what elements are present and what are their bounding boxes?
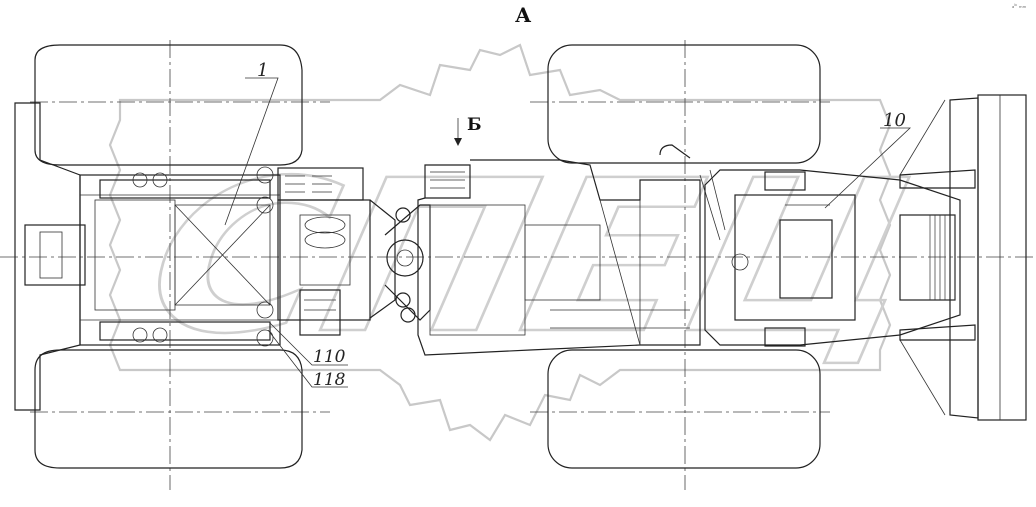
view-label: А <box>515 3 532 27</box>
corner-mark: ₐᵇ ₘₘ <box>1012 3 1027 10</box>
rear-wheel-top <box>34 44 303 166</box>
front-blade <box>899 94 1027 421</box>
callout-leaders <box>224 77 912 388</box>
callout-118: 118 <box>313 370 346 390</box>
callout-10: 10 <box>883 110 906 131</box>
front-wheel-bottom <box>547 349 821 469</box>
center-lines <box>0 40 1036 490</box>
front-wheel-top <box>547 44 821 164</box>
callout-110: 110 <box>313 347 346 367</box>
cab-body <box>417 144 726 356</box>
rear-frame <box>14 102 281 411</box>
arrow-down-icon <box>454 138 462 146</box>
rear-wheel-bottom <box>34 349 303 469</box>
arrow-label: Б <box>467 115 482 135</box>
callout-1: 1 <box>257 60 268 81</box>
front-frame <box>704 99 961 416</box>
engine-block <box>277 167 396 336</box>
watermark-text: СПЕЦ <box>129 136 941 380</box>
